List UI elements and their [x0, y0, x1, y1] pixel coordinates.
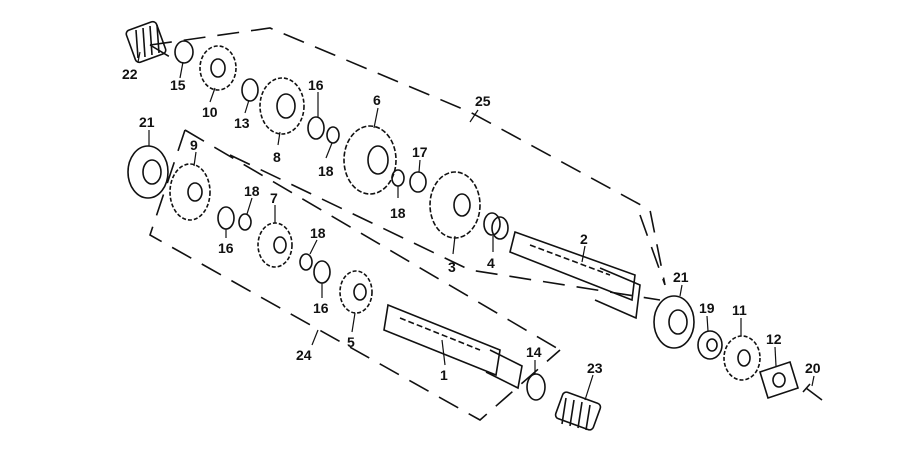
callout-3: 3: [448, 259, 456, 275]
gear-10: [199, 45, 237, 91]
callout-18-mid: 18: [390, 205, 406, 221]
circlip-13: [241, 78, 259, 102]
clip-18-lower-b: [299, 253, 313, 271]
callout-16-lower-b: 16: [313, 300, 329, 316]
group-outline-25-lower: [229, 154, 661, 301]
drive-sprocket-11: [723, 335, 761, 381]
washer-15: [174, 40, 194, 64]
callout-24: 24: [296, 347, 312, 363]
callout-2: 2: [580, 231, 588, 247]
collar-19: [697, 330, 723, 360]
callout-14: 14: [526, 344, 542, 360]
ball-bearing-21-left: [127, 145, 169, 199]
callout-13: 13: [234, 115, 250, 131]
callout-23: 23: [587, 360, 603, 376]
callout-18-lower-a: 18: [244, 183, 260, 199]
washer-16-upper: [307, 116, 325, 140]
washer-17: [409, 171, 427, 193]
callout-22: 22: [122, 66, 138, 82]
lock-plate-12: [759, 360, 799, 400]
callout-16-upper: 16: [308, 77, 324, 93]
bushing-4: [483, 212, 509, 240]
callout-1: 1: [440, 367, 448, 383]
callout-21-left: 21: [139, 114, 155, 130]
callout-16-lower-a: 16: [218, 240, 234, 256]
mainshaft-1: [383, 303, 523, 390]
clip-18-mid: [391, 169, 405, 187]
callout-18-upper: 18: [318, 163, 334, 179]
gear-6: [343, 125, 397, 195]
callout-20: 20: [805, 360, 821, 376]
callout-7: 7: [270, 190, 278, 206]
needle-bearing-22: [125, 20, 167, 64]
callout-21-right: 21: [673, 269, 689, 285]
clip-18-lower-a: [238, 213, 252, 231]
callout-12: 12: [766, 331, 782, 347]
ball-bearing-21-right: [653, 295, 695, 349]
washer-14: [526, 373, 546, 401]
callout-5: 5: [347, 334, 355, 350]
callout-25: 25: [475, 93, 491, 109]
gear-5: [339, 270, 373, 314]
clip-18-upper: [326, 126, 340, 144]
group-outline-25: [149, 27, 666, 286]
callout-19: 19: [699, 300, 715, 316]
callout-8: 8: [273, 149, 281, 165]
gear-3: [429, 171, 481, 239]
callout-4: 4: [487, 255, 495, 271]
countershaft-2: [509, 230, 641, 320]
callout-10: 10: [202, 104, 218, 120]
callout-6: 6: [373, 92, 381, 108]
leader-lines: [137, 51, 815, 401]
gear-7: [257, 222, 293, 268]
callout-17: 17: [412, 144, 428, 160]
washer-16-lower-b: [313, 260, 331, 284]
group-outline-24: [149, 129, 561, 421]
callout-15: 15: [170, 77, 186, 93]
needle-bearing-23: [554, 391, 602, 431]
bolt-20: [802, 383, 823, 401]
callout-18-lower-b: 18: [310, 225, 326, 241]
callout-9: 9: [190, 137, 198, 153]
gear-9: [169, 163, 211, 221]
gear-8: [259, 77, 305, 135]
callout-11: 11: [732, 302, 747, 318]
washer-16-lower-a: [217, 206, 235, 230]
